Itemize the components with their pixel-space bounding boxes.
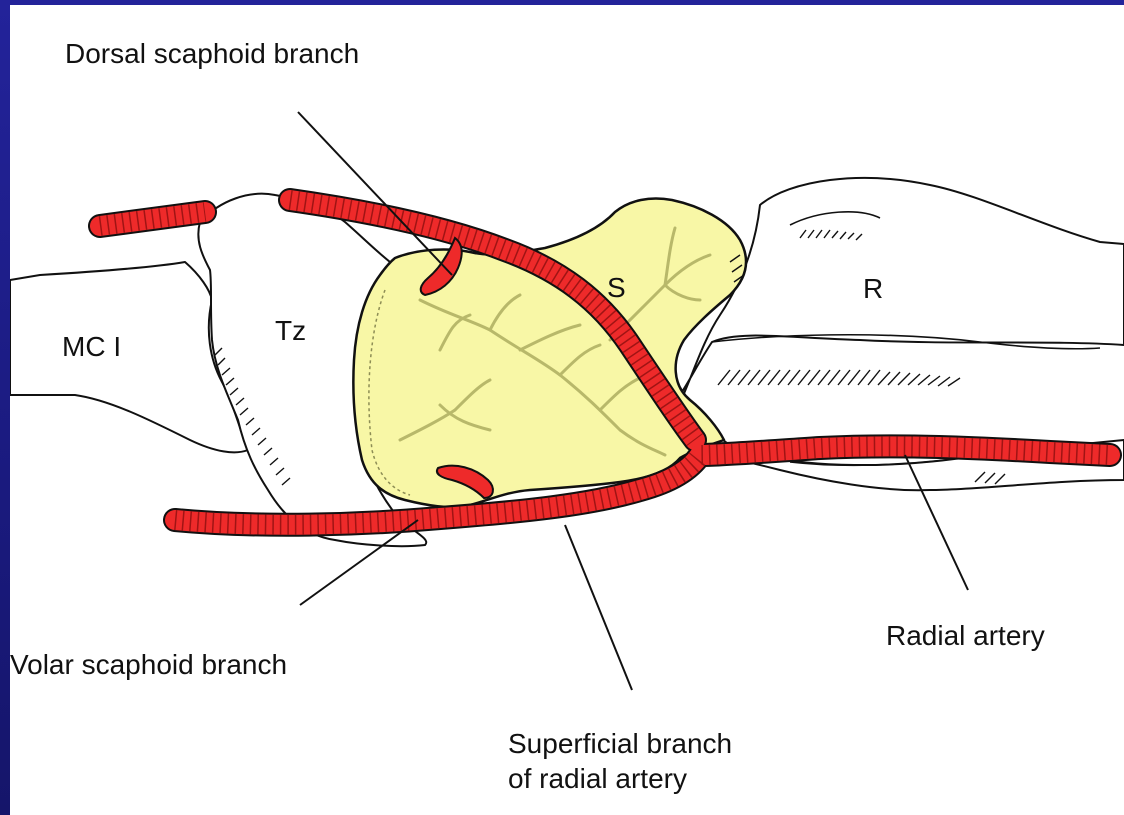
label-radial-artery: Radial artery [886,620,1045,651]
label-mc1: MC I [62,331,121,362]
label-tz: Tz [275,315,306,346]
label-volar-scaphoid-branch: Volar scaphoid branch [10,649,287,680]
leader-superficial [565,525,632,690]
label-superficial-branch-line2: of radial artery [508,763,687,794]
label-s: S [607,272,626,303]
label-r: R [863,273,883,304]
label-dorsal-scaphoid-branch: Dorsal scaphoid branch [65,38,359,69]
label-superficial-branch-line1: Superficial branch [508,728,732,759]
